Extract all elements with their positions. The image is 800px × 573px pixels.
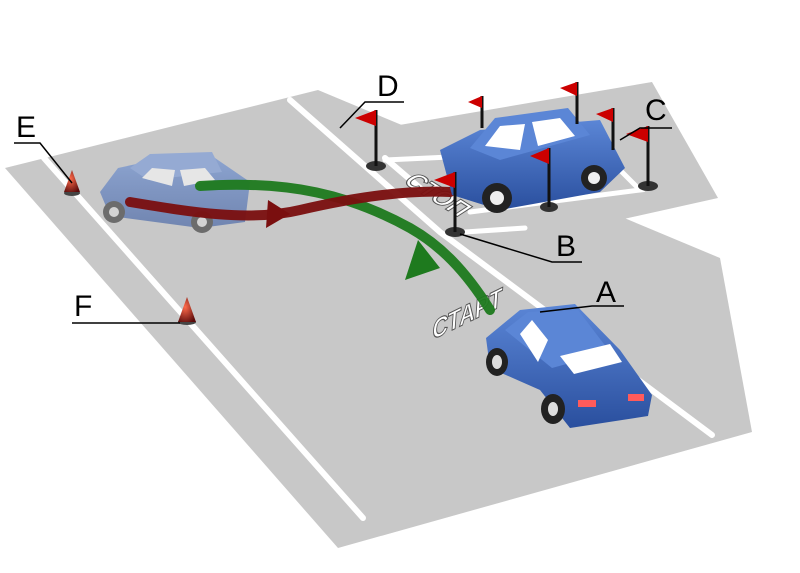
label-e: E: [16, 111, 36, 144]
label-f: F: [74, 290, 92, 323]
start-car: [486, 304, 652, 428]
flag-bay-3: [596, 108, 615, 150]
flag-bay-2: [560, 82, 579, 124]
flag-d: [355, 110, 386, 171]
flag-bay-4: [530, 148, 558, 212]
label-d: D: [377, 70, 399, 103]
leader-lines: [14, 101, 672, 324]
green-path: [195, 179, 495, 315]
label-a: A: [596, 276, 616, 309]
flag-c: [626, 126, 658, 191]
label-c: C: [645, 94, 667, 127]
flag-bay-1: [468, 96, 484, 128]
red-path: [125, 186, 455, 228]
cone-f: [178, 297, 196, 325]
road-surface: [5, 82, 752, 548]
parked-car: [440, 108, 625, 213]
label-b: B: [556, 230, 576, 263]
cone-e: [64, 170, 80, 196]
